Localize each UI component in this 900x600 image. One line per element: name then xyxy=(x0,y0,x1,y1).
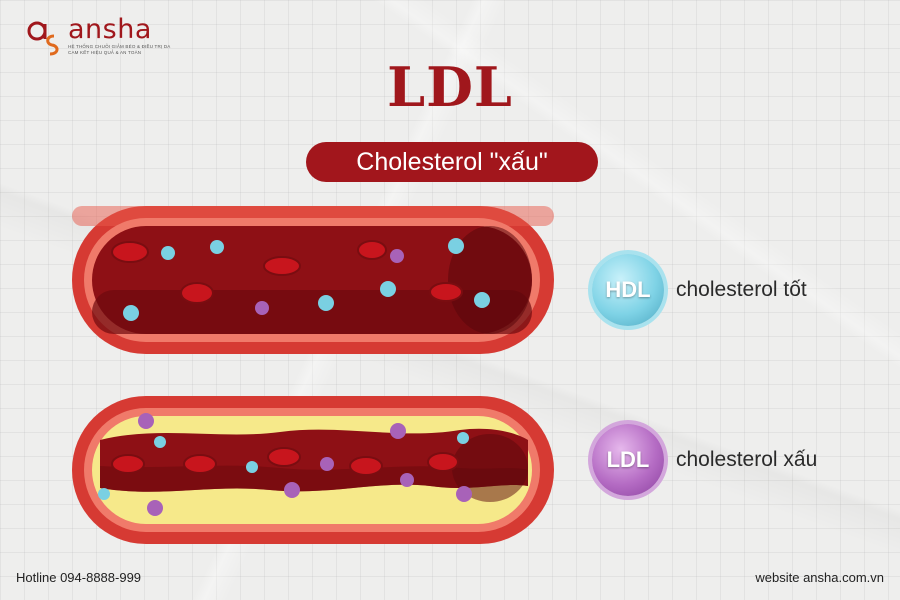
ldl-particle xyxy=(138,413,154,429)
red-blood-cell xyxy=(111,241,149,263)
ldl-badge-text: LDL xyxy=(606,447,650,472)
hdl-label: cholesterol tốt xyxy=(676,278,807,301)
red-blood-cell xyxy=(357,240,387,260)
hdl-particle xyxy=(161,246,175,260)
hdl-particle xyxy=(457,432,469,444)
ldl-particle xyxy=(284,482,300,498)
hdl-particle xyxy=(318,295,334,311)
hdl-particle xyxy=(246,461,258,473)
ldl-particle xyxy=(390,249,404,263)
page-title: LDL xyxy=(387,55,513,119)
hdl-particle xyxy=(154,436,166,448)
red-blood-cell xyxy=(349,456,383,476)
hdl-badge-icon: HDL xyxy=(592,254,664,326)
red-blood-cell xyxy=(111,454,145,474)
ldl-badge-icon: LDL xyxy=(592,424,664,496)
ldl-particle xyxy=(400,473,414,487)
red-blood-cell xyxy=(180,282,214,304)
hdl-particle xyxy=(210,240,224,254)
ldl-particle xyxy=(456,486,472,502)
hdl-badge-text: HDL xyxy=(605,277,651,302)
legend-ldl: LDL cholesterol xấu xyxy=(592,424,817,496)
lumen-depth xyxy=(448,226,532,334)
ansha-logo-icon xyxy=(27,21,59,56)
healthy-artery xyxy=(72,206,554,354)
subtitle-pill: Cholesterol "xấu" xyxy=(306,142,598,182)
ldl-particle xyxy=(147,500,163,516)
brand-tagline-1: HỆ THỐNG CHUỖI GIẢM BÉO & ĐIỀU TRỊ DA xyxy=(68,44,171,49)
website: website ansha.com.vn xyxy=(755,570,884,585)
ldl-particle xyxy=(320,457,334,471)
hdl-particle xyxy=(448,238,464,254)
hdl-particle xyxy=(380,281,396,297)
legend-hdl: HDL cholesterol tốt xyxy=(592,254,807,326)
clogged-artery xyxy=(72,396,554,544)
red-blood-cell xyxy=(427,452,459,472)
hdl-particle xyxy=(98,488,110,500)
red-blood-cell xyxy=(267,447,301,467)
brand-logo: ansha HỆ THỐNG CHUỖI GIẢM BÉO & ĐIỀU TRỊ… xyxy=(24,16,188,56)
ldl-label: cholesterol xấu xyxy=(676,448,818,471)
hotline: Hotline 094-8888-999 xyxy=(16,570,142,585)
hdl-particle xyxy=(123,305,139,321)
ldl-particle xyxy=(390,423,406,439)
red-blood-cell xyxy=(183,454,217,474)
red-blood-cell xyxy=(263,256,301,276)
ldl-particle xyxy=(255,301,269,315)
red-blood-cell xyxy=(429,282,463,302)
brand-name: ansha xyxy=(68,14,152,45)
brand-tagline-2: CAM KẾT HIỆU QUẢ & AN TOÀN xyxy=(68,50,142,55)
hdl-particle xyxy=(474,292,490,308)
